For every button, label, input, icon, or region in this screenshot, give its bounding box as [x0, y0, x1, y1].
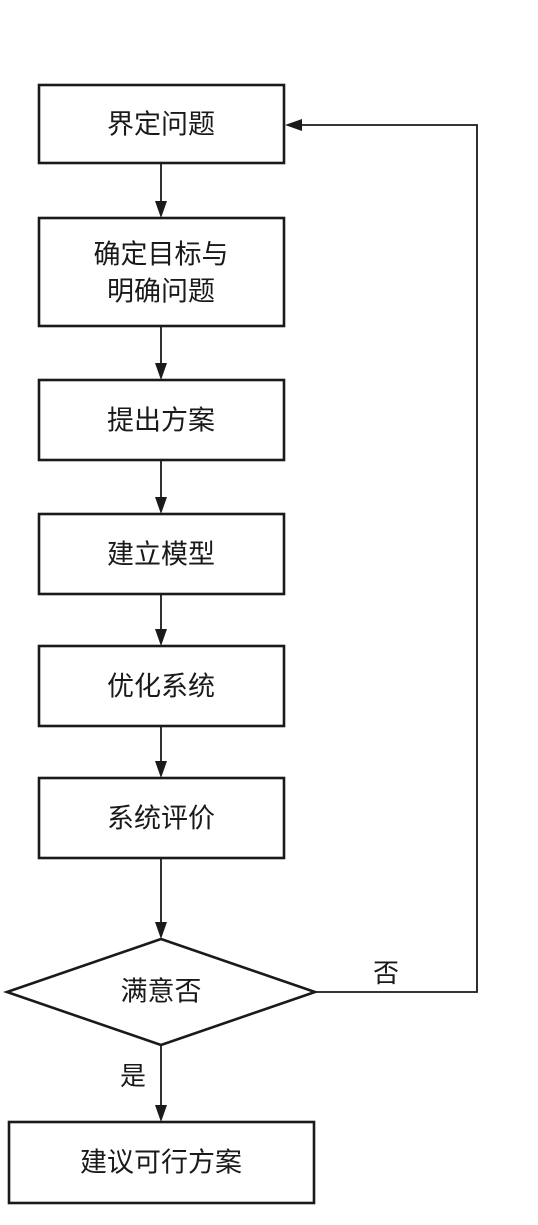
step-build-model: 建立模型 — [37, 512, 286, 596]
arrow-evaluate-to-decision-head — [155, 922, 167, 939]
step-define-problem-box — [37, 83, 286, 165]
arrow-model-to-optimize-head — [155, 629, 167, 646]
step-recommend-solution-box — [7, 1120, 316, 1205]
decision-satisfied: 满意否 — [3, 937, 319, 1047]
step-set-goals-label-line2: 明确问题 — [107, 277, 215, 308]
arrow-goals-to-propose-head — [155, 363, 167, 380]
step-evaluate-system: 系统评价 — [37, 776, 286, 860]
arrow-yes-head — [155, 1105, 167, 1122]
arrow-no-feedback-line — [300, 124, 478, 993]
step-build-model-box — [37, 512, 286, 596]
arrow-define-to-goals-head — [155, 201, 167, 218]
step-optimize-system-box — [37, 644, 286, 728]
step-set-goals-label-line1: 确定目标与 — [94, 240, 229, 271]
step-propose-solutions-label: 提出方案 — [107, 406, 215, 437]
step-define-problem: 界定问题 — [37, 83, 286, 165]
arrow-propose-to-model-head — [155, 497, 167, 514]
decision-satisfied-label: 满意否 — [121, 977, 202, 1008]
step-evaluate-system-box — [37, 776, 286, 860]
step-define-problem-label: 界定问题 — [107, 110, 215, 141]
step-set-goals: 确定目标与 明确问题 — [37, 216, 286, 328]
step-build-model-label: 建立模型 — [107, 540, 215, 571]
step-recommend-solution-label: 建议可行方案 — [80, 1148, 242, 1179]
arrow-optimize-to-evaluate-head — [155, 761, 167, 778]
step-optimize-system: 优化系统 — [37, 644, 286, 728]
step-optimize-system-label: 优化系统 — [107, 672, 215, 703]
step-set-goals-box — [37, 216, 286, 328]
step-evaluate-system-label: 系统评价 — [107, 804, 215, 835]
step-propose-solutions: 提出方案 — [37, 378, 286, 462]
edge-label-yes: 是 — [120, 1062, 146, 1092]
edge-label-no: 否 — [373, 959, 399, 989]
arrow-no-feedback-head — [285, 119, 302, 131]
step-recommend-solution: 建议可行方案 — [7, 1120, 316, 1205]
step-propose-solutions-box — [37, 378, 286, 462]
